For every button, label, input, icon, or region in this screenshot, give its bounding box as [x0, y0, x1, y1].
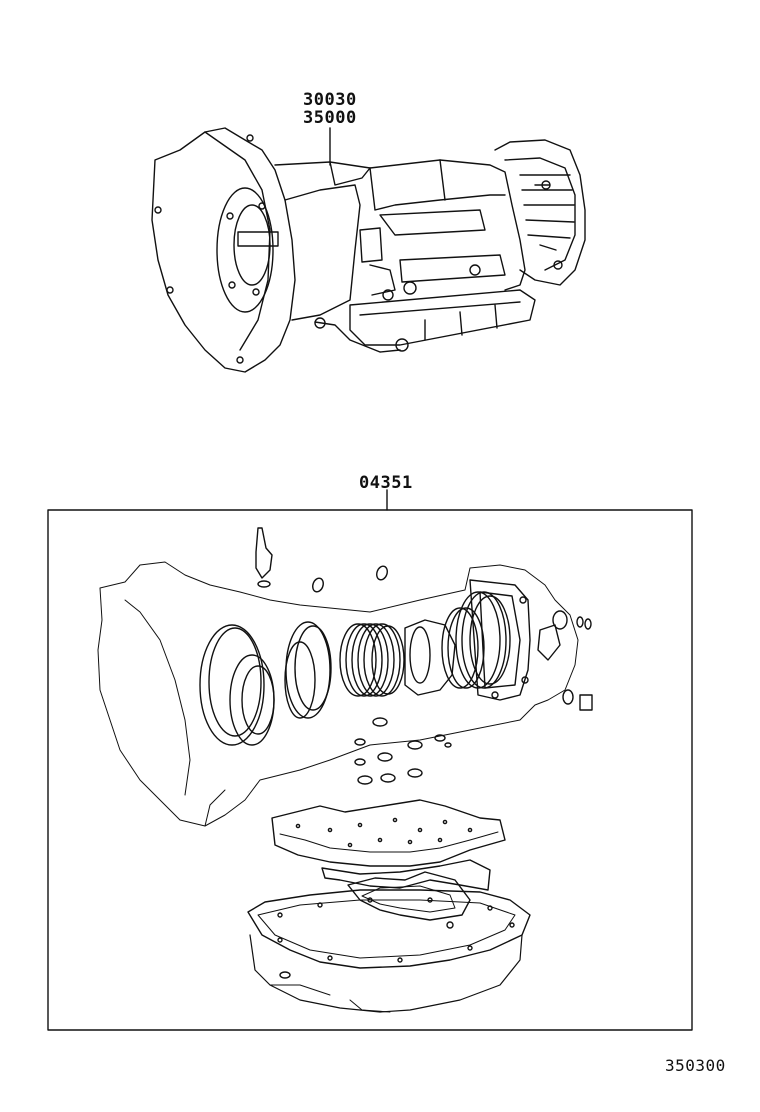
- gasket-kit-group: [47, 489, 693, 1031]
- gasket-kit-part-number: 04351: [359, 473, 413, 493]
- assembly-part-number-1: 30030: [303, 90, 357, 110]
- transmission-assembly-drawing: [151, 127, 586, 373]
- kit-frame: [47, 509, 693, 1031]
- figure-number: 350300: [665, 1056, 726, 1075]
- assembly-part-number-2: 35000: [303, 108, 357, 128]
